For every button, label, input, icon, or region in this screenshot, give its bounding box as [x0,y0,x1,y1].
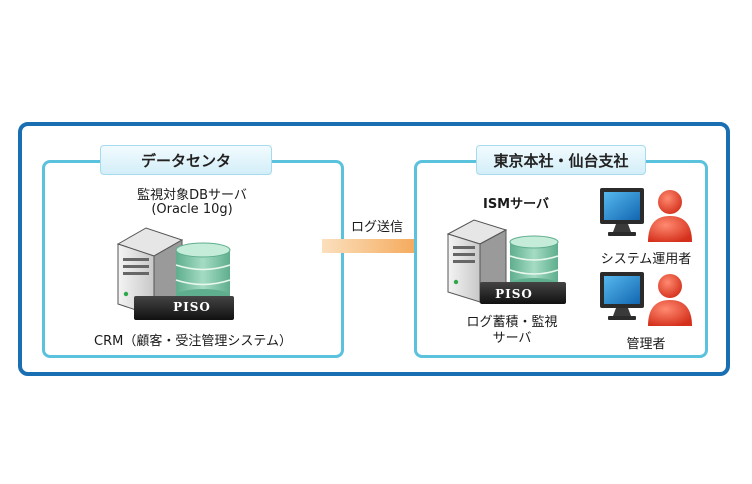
person-icon [648,274,692,326]
ism-server-illustration [446,219,566,304]
operator-workstation [600,188,692,242]
ism-server-label: ISMサーバ [482,197,549,212]
piso-appliance [134,296,234,320]
person-icon [648,190,692,242]
database-icon [175,242,231,303]
operator-label: システム運用者 [600,252,692,267]
db-server-sublabel: (Oracle 10g) [151,202,233,217]
db-server-illustration [116,227,234,320]
datacenter-title: データセンタ [100,145,272,175]
ism-server-caption-2: サーバ [492,331,532,346]
monitor-icon [600,272,644,320]
piso-logo-left: PISO [173,300,211,314]
headoffice-title: 東京本社・仙台支社 [476,145,646,175]
piso-appliance [480,282,566,304]
monitor-icon [600,188,644,236]
piso-logo-right: PISO [495,287,533,301]
admin-workstation [600,272,692,326]
database-icon [509,235,559,290]
crm-label: CRM（顧客・受注管理システム） [94,334,292,349]
outer-frame [18,122,730,376]
arrow-right-icon [322,232,444,260]
admin-label: 管理者 [626,337,666,352]
log-transfer-label: ログ送信 [350,220,403,235]
ism-server-caption-1: ログ蓄積・監視 [466,315,558,330]
db-server-label: 監視対象DBサーバ [137,188,247,203]
